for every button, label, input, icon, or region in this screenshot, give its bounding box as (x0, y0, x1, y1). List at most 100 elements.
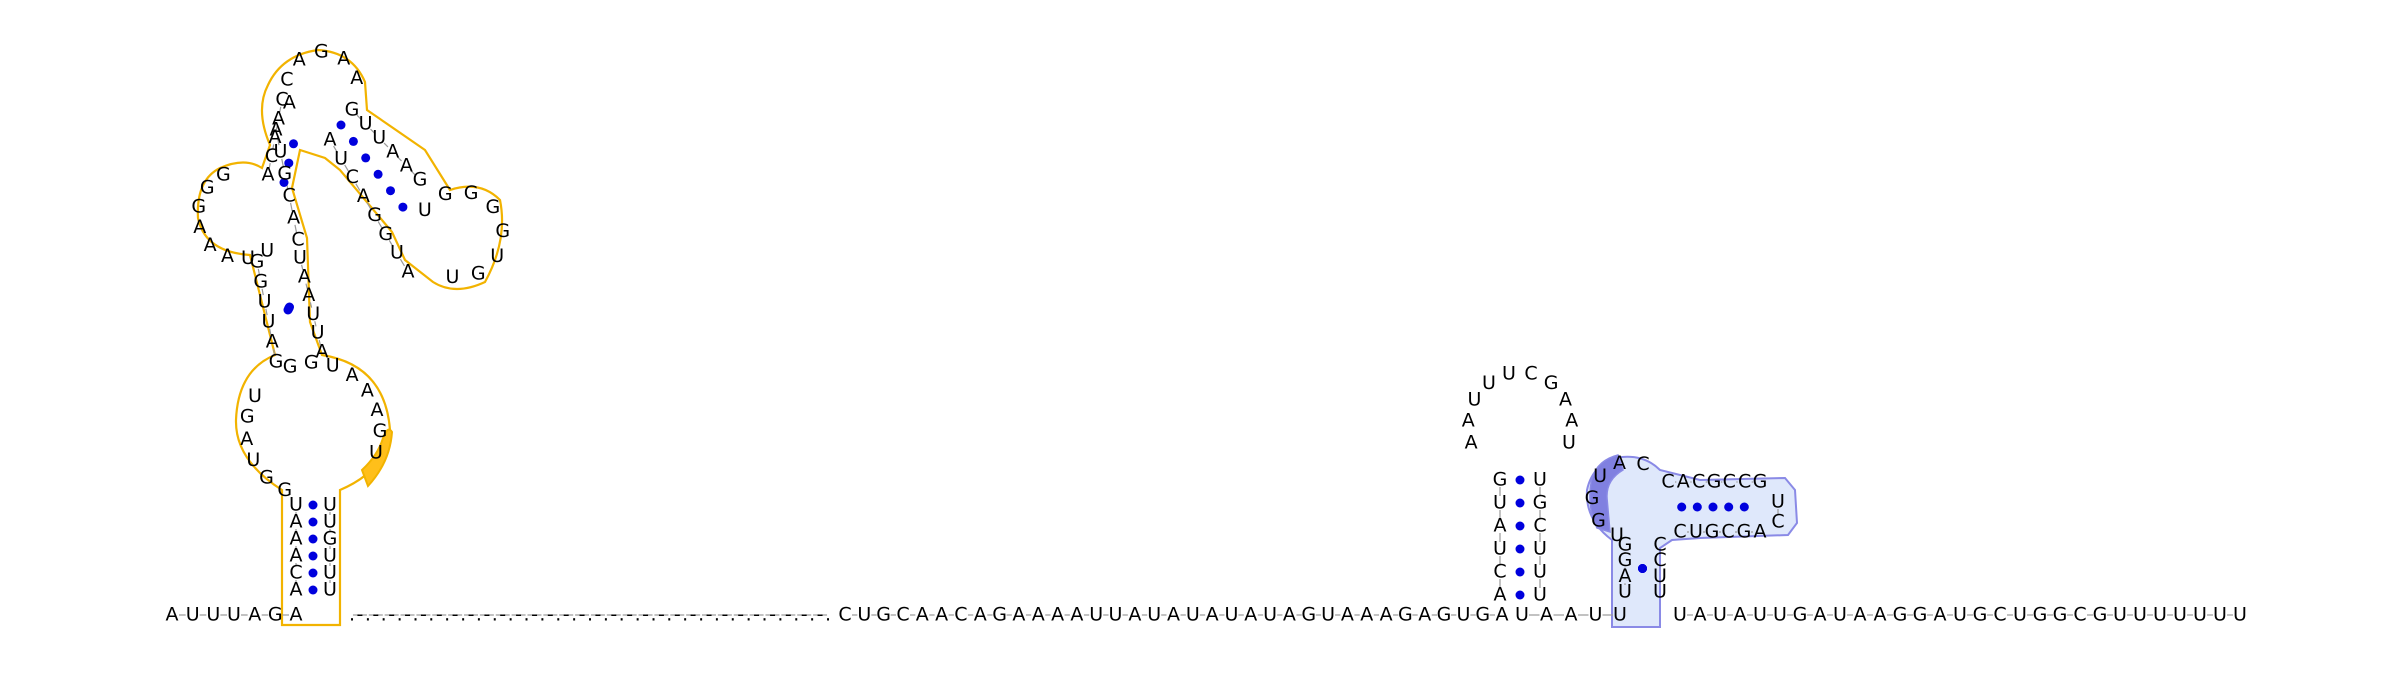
nucleotide: U (1225, 604, 1239, 626)
backbone-segment (281, 158, 285, 168)
nucleotide: A (240, 428, 253, 450)
nucleotide: G (438, 183, 453, 205)
backbone-segment (257, 268, 261, 276)
nucleotide: G (1398, 604, 1413, 626)
nucleotide: C (1993, 604, 2006, 626)
nucleotide: U (418, 199, 432, 221)
nucleotide: U (1713, 604, 1727, 626)
nucleotide: A (1380, 604, 1393, 626)
nucleotide: A (204, 234, 217, 256)
backbone-segment (305, 283, 308, 289)
nucleotide: . (460, 604, 466, 626)
backbone-segment (377, 221, 383, 229)
nucleotide: A (266, 331, 279, 353)
nucleotide: U (2213, 604, 2227, 626)
nucleotide: - (436, 604, 443, 626)
nucleotide: G (1437, 604, 1452, 626)
backbone-segment (275, 125, 278, 131)
nucleotide: G (345, 99, 360, 121)
base-pair-dot (336, 120, 346, 130)
nucleotide: U (293, 247, 307, 269)
nucleotide: U (1468, 388, 1482, 410)
nucleotide: - (531, 604, 538, 626)
backbone-segment (388, 240, 394, 248)
nucleotide: A (1051, 604, 1064, 626)
nucleotide: A (350, 67, 363, 89)
nucleotide: C (280, 68, 293, 90)
nucleotide: U (1109, 604, 1123, 626)
nucleotide: G (1913, 604, 1928, 626)
nucleotide: . (761, 604, 767, 626)
nucleotide: U (1533, 561, 1547, 583)
nucleotide: C (1653, 549, 1666, 571)
nucleotide: A (1619, 565, 1632, 587)
nucleotide: A (400, 155, 413, 177)
nucleotide: A (298, 265, 311, 287)
nucleotide: U (1673, 604, 1687, 626)
nucleotide: U (206, 604, 220, 626)
nucleotide: - (452, 604, 459, 626)
nucleotide: G (1493, 469, 1508, 491)
nucleotide: C (838, 604, 851, 626)
nucleotide: U (1773, 604, 1787, 626)
nucleotide: A (193, 216, 206, 238)
nucleotide: U (1493, 492, 1507, 514)
nucleotide: U (2153, 604, 2167, 626)
nucleotide: . (476, 604, 482, 626)
nucleotide: . (666, 604, 672, 626)
nucleotide: G (191, 195, 206, 217)
base-pair-dot (308, 551, 318, 561)
nucleotide: G (2053, 604, 2068, 626)
nucleotide: C (1721, 521, 1734, 543)
nucleotide: . (650, 604, 656, 626)
backbone-segment (314, 321, 317, 327)
nucleotide: G (269, 351, 284, 373)
nucleotide: G (1737, 521, 1752, 543)
nucleotide: A (974, 604, 987, 626)
nucleotide: - (769, 604, 776, 626)
nucleotide: G (2033, 604, 2048, 626)
nucleotide: U (326, 355, 340, 377)
nucleotide: G (277, 163, 292, 185)
nucleotide: U (1589, 604, 1603, 626)
nucleotide: U (1689, 521, 1703, 543)
backbone-segment (265, 308, 268, 316)
orange-domain-outline (196, 48, 504, 627)
base-pair-dot (1515, 498, 1525, 508)
nucleotide: U (446, 266, 460, 288)
nucleotide: - (388, 604, 395, 626)
nucleotide: U (2173, 604, 2187, 626)
nucleotide: U (2193, 604, 2207, 626)
nucleotide: U (260, 240, 274, 262)
nucleotide: A (1565, 410, 1578, 432)
base-pair-dot (289, 139, 298, 149)
nucleotide: . (746, 604, 752, 626)
nucleotide: . (539, 604, 545, 626)
nucleotide: U (1833, 604, 1847, 626)
nucleotide: U (1186, 604, 1200, 626)
nucleotide: C (954, 604, 967, 626)
nucleotide: A (324, 129, 337, 151)
nucleotide: A (1206, 604, 1219, 626)
backbone-segment (355, 183, 361, 191)
nucleotide: A (293, 49, 306, 71)
nucleotide: G (259, 467, 274, 489)
nucleotide: - (658, 604, 665, 626)
nucleotide: G (1301, 604, 1316, 626)
nucleotide: G (250, 251, 265, 273)
nucleotide: U (323, 511, 337, 533)
backbone-segment (344, 164, 350, 172)
nucleotide: A (1565, 604, 1578, 626)
nucleotide: U (359, 113, 373, 135)
nucleotide: A (1244, 604, 1257, 626)
nucleotide: . (555, 604, 561, 626)
backbone-segment (272, 144, 275, 150)
base-pair-dot (1638, 564, 1647, 573)
nucleotide: - (817, 604, 824, 626)
nucleotide: U (1147, 604, 1161, 626)
nucleotide: . (730, 604, 736, 626)
nucleotide: G (283, 356, 298, 378)
base-pair-dot (1515, 475, 1525, 485)
nucleotide: A (935, 604, 948, 626)
nucleotide: C (289, 562, 302, 584)
